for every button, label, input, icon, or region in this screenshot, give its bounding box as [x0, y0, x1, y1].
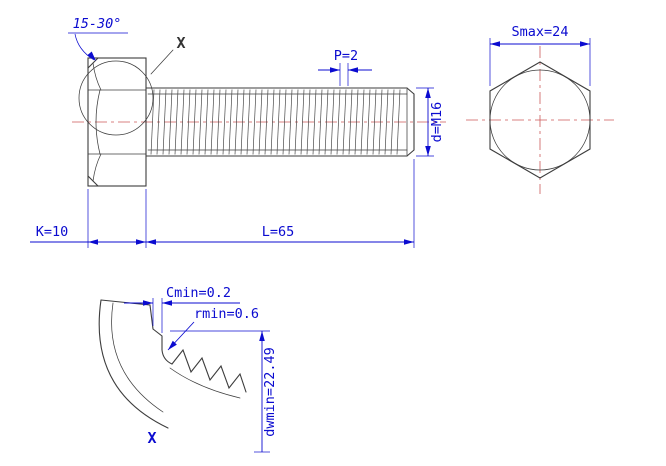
- diameter-dimension: d=M16: [416, 87, 445, 157]
- angle-dimension: 15-30°: [68, 16, 128, 61]
- rmin-dimension-label: rmin=0.6: [194, 306, 259, 322]
- width-across-flats-dimension-label: Smax=24: [512, 24, 569, 40]
- arrowhead: [87, 51, 96, 61]
- detail-thread-teeth: [171, 348, 247, 393]
- arrowhead: [330, 67, 340, 73]
- detail-view-x: Cmin=0.2 rmin=0.6 dwmin=22.49 X: [98, 285, 278, 453]
- head-end-view: Smax=24: [466, 24, 614, 194]
- detail-head-corner-profile: [100, 299, 173, 365]
- head-chamfer-arc-bottom: [92, 153, 102, 182]
- arrowhead: [162, 300, 172, 306]
- angle-leader-arc: [74, 33, 95, 61]
- arrowhead: [146, 239, 156, 245]
- hexagon-outline: [489, 61, 591, 179]
- detail-region-circle: [78, 60, 154, 136]
- arrowhead: [168, 340, 177, 350]
- smax-dimension: Smax=24: [489, 24, 591, 86]
- pitch-dimension: P=2: [318, 48, 372, 86]
- rmin-dimension: rmin=0.6: [167, 306, 259, 351]
- dwmin-dimension-label: dwmin=22.49: [262, 347, 278, 436]
- threaded-shank: [145, 87, 415, 157]
- detail-head-arc-outer: [98, 299, 169, 429]
- detail-x-label-bottom: X: [147, 429, 156, 447]
- arrowhead: [143, 300, 153, 306]
- detail-head-arc-inner: [111, 302, 164, 413]
- head-chamfer-arc-middle: [95, 89, 101, 155]
- detail-leader-line: [150, 49, 174, 75]
- length-dimensions: K=10 L=65: [30, 159, 415, 248]
- head-height-dimension-label: K=10: [36, 224, 69, 240]
- tip-chamfer-bottom: [406, 149, 415, 157]
- arrowhead: [425, 146, 431, 156]
- arrowhead: [404, 239, 414, 245]
- angle-dimension-label: 15-30°: [73, 16, 122, 32]
- thread-spec-label: d=M16: [429, 102, 445, 143]
- arrowhead: [490, 41, 500, 47]
- tip-chamfer-top: [406, 87, 415, 95]
- arrowhead: [580, 41, 590, 47]
- pitch-dimension-label: P=2: [334, 48, 358, 64]
- detail-x-label-top: X: [176, 34, 185, 52]
- arrowhead: [259, 331, 265, 341]
- chamfer-circle: [489, 69, 591, 171]
- cmin-dimension: Cmin=0.2: [124, 285, 240, 333]
- bolt-side-view: X 15-30° P=2 d=M16: [30, 16, 446, 248]
- dwmin-dimension: dwmin=22.49: [170, 330, 278, 453]
- arrowhead: [425, 88, 431, 98]
- arrowhead: [348, 67, 358, 73]
- head-chamfer-arc-top: [92, 62, 102, 91]
- arrowhead: [136, 239, 146, 245]
- thread-hatch-lines: [150, 89, 401, 155]
- cmin-dimension-label: Cmin=0.2: [166, 285, 231, 301]
- detail-thread-root-arc: [169, 367, 241, 399]
- arrowhead: [88, 239, 98, 245]
- length-dimension-label: L=65: [262, 224, 295, 240]
